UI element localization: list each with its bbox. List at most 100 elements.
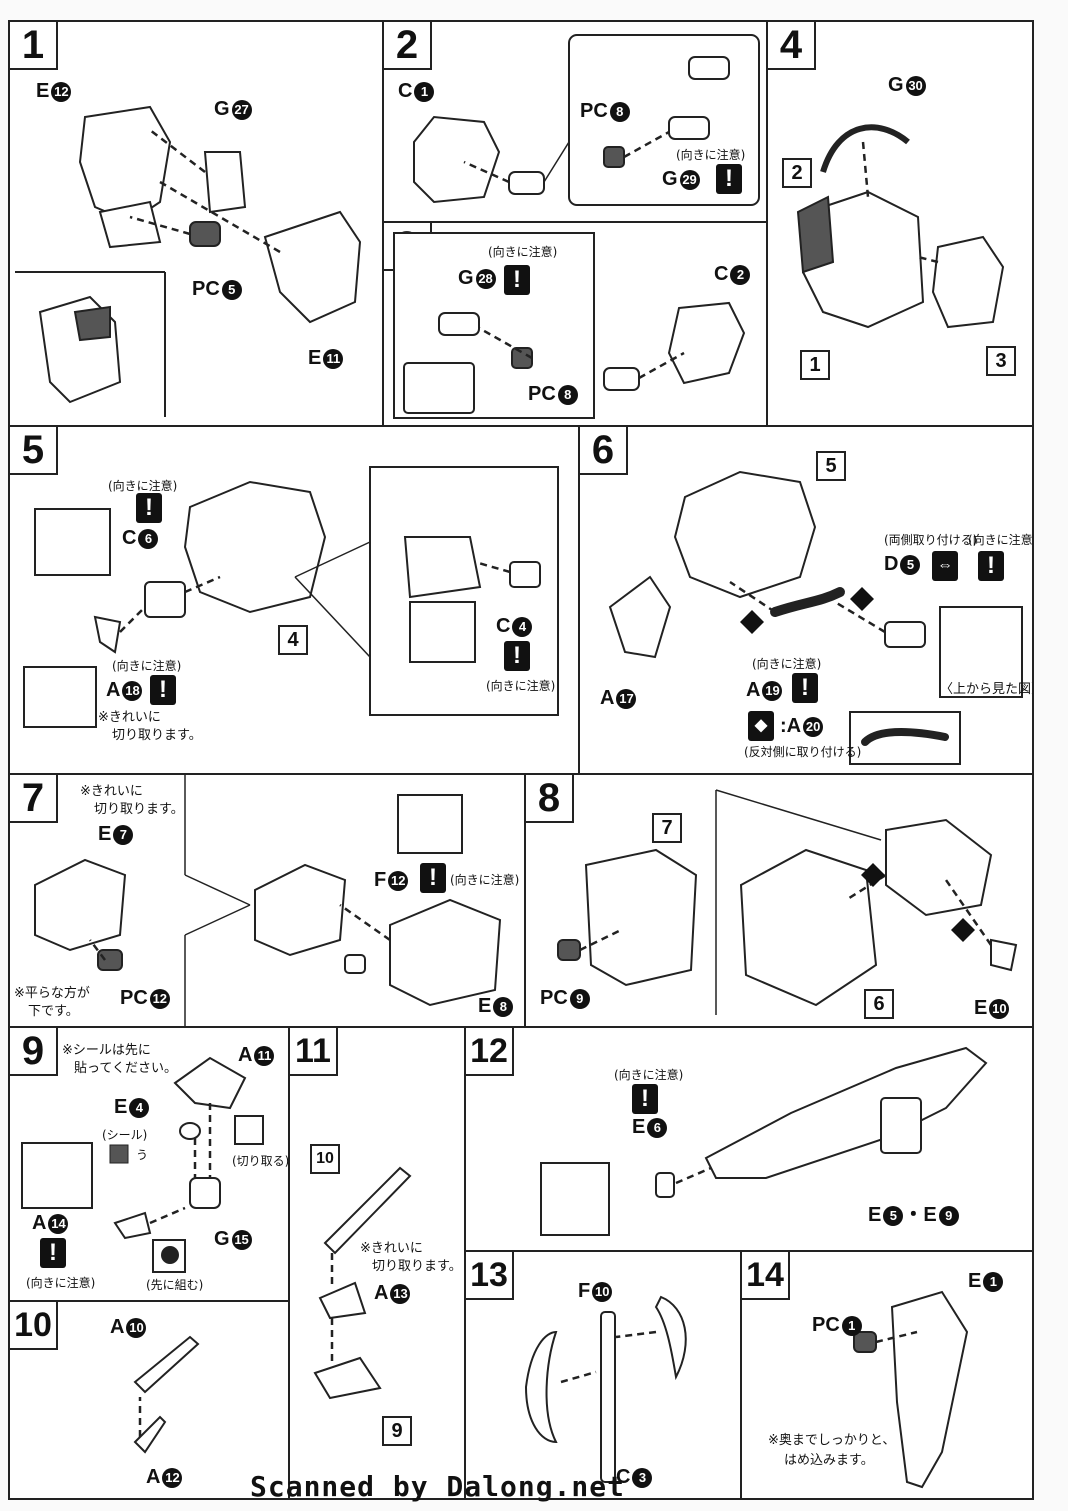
seal-label: (シール) — [102, 1128, 148, 1142]
push-in-note-line1: ※奥までしっかりと、 — [768, 1433, 896, 1448]
step-1-illustration — [15, 105, 362, 417]
step-ref-6: 6 — [864, 989, 894, 1019]
step-ref-5: 5 — [816, 451, 846, 481]
step-5-illustration — [23, 466, 559, 728]
cut-note-line2: 切り取ります。 — [94, 802, 184, 817]
step-number: 1 — [10, 22, 58, 70]
flat-side-note-line1: ※平らな方が — [14, 986, 90, 1001]
step-8-illustration — [557, 789, 1018, 1015]
push-in-note-line2: はめ込みます。 — [784, 1453, 874, 1468]
orientation-note: (向きに注意) — [968, 533, 1034, 547]
exclamation-icon: ! — [504, 641, 530, 671]
step-number: 8 — [526, 775, 574, 823]
seal-note-line2: 貼ってください。 — [74, 1061, 177, 1076]
step-number: 12 — [466, 1028, 514, 1076]
step-9-illustration — [21, 1056, 264, 1273]
scan-credit: Scanned by Dalong.net — [250, 1470, 626, 1503]
step-number: 5 — [10, 427, 58, 475]
step-12-illustration — [540, 1046, 988, 1236]
step-11-illustration — [313, 1166, 412, 1400]
orientation-note: (向きに注意) — [614, 1068, 684, 1082]
flat-side-note-line2: 下です。 — [28, 1004, 79, 1019]
step-3-panel: 3 (向きに注意) G28 ! C2 PC8 — [382, 221, 768, 427]
step-number: 11 — [290, 1028, 338, 1076]
top-view-caption: 〈上から見た図〉 — [940, 682, 1034, 697]
step-ref-4: 4 — [278, 625, 308, 655]
seal-note-line1: ※シールは先に — [62, 1043, 151, 1058]
double-arrow-icon: ⇔ — [932, 551, 958, 581]
step-number: 4 — [768, 22, 816, 70]
step-number: 9 — [10, 1028, 58, 1076]
cut-label: (切り取る) — [232, 1154, 290, 1168]
opposite-side-note: (反対側に取り付ける) — [744, 745, 862, 759]
step-13-illustration — [524, 1295, 687, 1483]
orientation-note-a18: (向きに注意) — [112, 659, 182, 673]
exclamation-icon: ! — [504, 265, 530, 295]
step-ref-10: 10 — [310, 1144, 340, 1174]
both-sides-note: (両側取り付ける) — [884, 533, 978, 547]
cut-note-line1: ※きれいに — [80, 784, 143, 799]
reverse-icon: ◆ — [748, 711, 774, 741]
step-ref-3: 3 — [986, 346, 1016, 376]
orientation-note-c4: (向きに注意) — [486, 679, 556, 693]
cut-note-line1: ※きれいに — [360, 1241, 423, 1256]
step-10-illustration — [133, 1335, 200, 1454]
exclamation-icon: ! — [632, 1084, 658, 1114]
step-ref-2: 2 — [782, 158, 812, 188]
step-number: 6 — [580, 427, 628, 475]
step-4-illustration — [796, 124, 1005, 329]
step-number: 10 — [10, 1302, 58, 1350]
orientation-note: (向きに注意) — [108, 479, 178, 493]
exclamation-icon: ! — [40, 1238, 66, 1268]
step-ref-9: 9 — [382, 1416, 412, 1446]
step-2-illustration — [413, 34, 760, 206]
step-ref-7: 7 — [652, 813, 682, 843]
step-14-illustration — [853, 1290, 969, 1489]
exclamation-icon: ! — [150, 675, 176, 705]
cut-note-line2: 切り取ります。 — [372, 1259, 462, 1274]
cut-note-line1: ※きれいに — [98, 710, 161, 725]
